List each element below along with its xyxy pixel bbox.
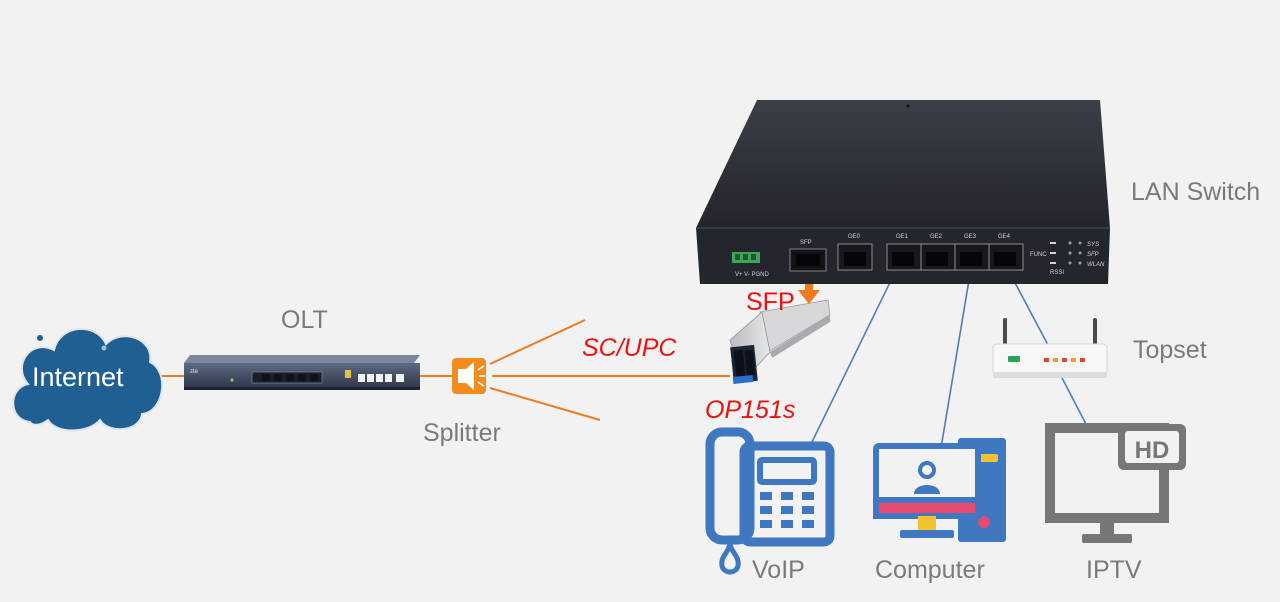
splitter-fiber-upper <box>489 319 586 365</box>
switch-indicator-sfp: SFP <box>1087 252 1099 258</box>
voip-phone-icon <box>705 427 835 575</box>
computer-icon <box>873 438 1006 542</box>
ge3-computer-line <box>940 261 973 449</box>
sc-upc-label: SC/UPC <box>582 334 677 362</box>
splitter-label: Splitter <box>423 419 501 447</box>
switch-port-label-ge3: GE3 <box>964 234 977 240</box>
switch-port-label-ge1: GE1 <box>896 234 909 240</box>
switch-rssi-label: RSSI <box>1050 270 1064 276</box>
switch-indicator-sys: SYS <box>1087 242 1099 248</box>
olt-device-icon <box>184 355 420 390</box>
internet-cloud-icon <box>12 328 164 432</box>
iptv-icon: HD <box>1045 423 1186 543</box>
switch-sfp-label: SFP <box>800 240 812 246</box>
op151s-label: OP151s <box>705 396 796 424</box>
switch-port-label-ge0: GE0 <box>848 234 861 240</box>
iptv-label: IPTV <box>1086 556 1142 584</box>
olt-brand-label: zte <box>190 369 199 375</box>
switch-indicator-wlan: WLAN <box>1087 262 1105 268</box>
ge1-voip-line <box>811 261 901 443</box>
computer-label: Computer <box>875 556 985 584</box>
sfp-module-icon <box>729 299 831 385</box>
switch-func-label: FUNC <box>1030 252 1047 258</box>
splitter-fiber-lower <box>489 387 601 421</box>
voip-label: VoIP <box>752 556 805 584</box>
sfp-label: SFP <box>746 288 795 316</box>
topset-router-icon <box>992 318 1108 378</box>
splitter-icon <box>452 358 486 394</box>
lan-switch-icon <box>696 100 1110 284</box>
hd-badge-label: HD <box>1135 437 1170 464</box>
topset-iptv-line <box>1059 373 1089 429</box>
olt-label: OLT <box>281 306 328 334</box>
topset-label: Topset <box>1133 336 1207 364</box>
switch-power-label: V+ V- PGND <box>735 272 770 278</box>
lan-switch-label: LAN Switch <box>1131 178 1261 206</box>
switch-port-label-ge2: GE2 <box>930 234 943 240</box>
switch-port-label-ge4: GE4 <box>998 234 1011 240</box>
internet-label: Internet <box>32 362 124 392</box>
